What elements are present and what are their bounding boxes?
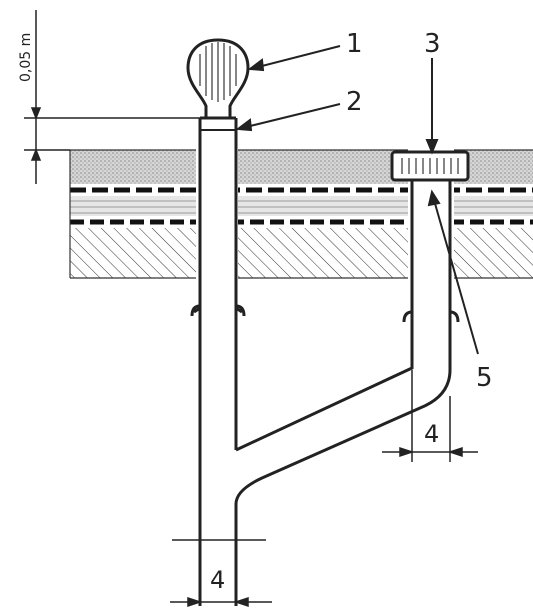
- concrete-slab: [70, 228, 533, 278]
- callout-5: 5: [476, 363, 493, 393]
- drain-pipe: [234, 180, 460, 505]
- callout-2: 2: [346, 87, 363, 117]
- bottom-width-label: 4: [210, 566, 225, 594]
- callout-1: 1: [346, 29, 363, 59]
- leader-lines: [235, 45, 479, 355]
- bottom-width-dimension: [170, 539, 272, 608]
- insulation-layer: [70, 196, 533, 216]
- height-dimension: [24, 10, 200, 184]
- drain-grate: [390, 150, 470, 182]
- right-width-dimension: [382, 370, 478, 462]
- right-width-label: 4: [424, 420, 439, 448]
- height-dimension-label: 0,05 m: [18, 33, 34, 82]
- callout-3: 3: [424, 29, 441, 59]
- vent-cap: [186, 38, 250, 120]
